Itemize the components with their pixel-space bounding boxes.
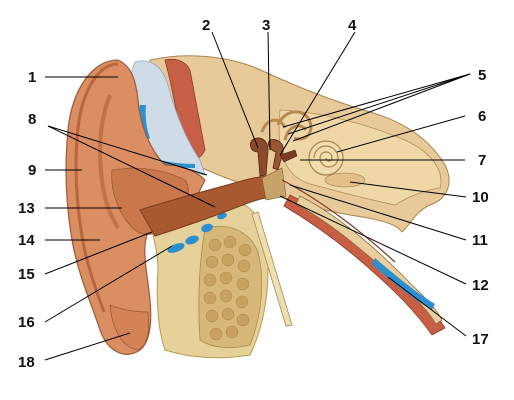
incus bbox=[268, 139, 284, 171]
label-8: 8 bbox=[28, 111, 36, 128]
tympanic-membrane bbox=[261, 167, 287, 201]
leader-4 bbox=[279, 31, 356, 156]
helix-rim bbox=[74, 62, 119, 313]
styloid-process bbox=[251, 211, 293, 327]
tensor-tympani-strands bbox=[281, 179, 396, 263]
leader-16 bbox=[44, 245, 173, 323]
leader-12 bbox=[279, 195, 467, 285]
auditory-tube bbox=[295, 195, 443, 325]
label-11: 11 bbox=[472, 232, 488, 249]
leader-5b bbox=[287, 73, 471, 135]
label-16: 16 bbox=[18, 314, 35, 331]
leader-3 bbox=[267, 31, 271, 151]
stapes bbox=[279, 149, 298, 163]
label-14: 14 bbox=[18, 232, 35, 249]
ossicles bbox=[250, 137, 298, 201]
temporal-bone-petrous bbox=[278, 109, 442, 206]
canal-cartilage-segments bbox=[167, 212, 227, 253]
leader-2 bbox=[211, 31, 259, 149]
leader-15 bbox=[44, 231, 153, 275]
malleus bbox=[250, 137, 269, 177]
number-labels: 1 2 3 4 5 6 7 8 9 10 11 12 13 14 15 16 1… bbox=[18, 17, 489, 371]
label-18: 18 bbox=[18, 354, 35, 371]
cartilage-blue-streak-1 bbox=[139, 105, 150, 140]
label-17: 17 bbox=[472, 331, 489, 348]
label-4: 4 bbox=[348, 17, 357, 34]
cochlea bbox=[308, 140, 344, 176]
label-12: 12 bbox=[472, 277, 489, 294]
label-9: 9 bbox=[28, 162, 36, 179]
label-15: 15 bbox=[18, 266, 35, 283]
label-13: 13 bbox=[18, 200, 35, 217]
leader-11 bbox=[289, 184, 467, 241]
ear-illustration bbox=[65, 55, 450, 359]
leader-10 bbox=[349, 181, 467, 198]
antihelix bbox=[98, 94, 120, 230]
label-1: 1 bbox=[28, 69, 36, 86]
leader-8b bbox=[47, 125, 216, 208]
earlobe bbox=[109, 304, 150, 351]
leader-8a bbox=[47, 125, 208, 176]
vestibule-region bbox=[324, 172, 366, 188]
label-7: 7 bbox=[478, 152, 486, 169]
leader-17 bbox=[387, 276, 467, 337]
leader-6 bbox=[336, 115, 466, 153]
leader-5a bbox=[282, 73, 471, 128]
label-6: 6 bbox=[478, 108, 486, 125]
label-2: 2 bbox=[202, 17, 210, 34]
label-5: 5 bbox=[478, 67, 486, 84]
parotid-lobule-dots bbox=[203, 235, 252, 341]
label-3: 3 bbox=[262, 17, 270, 34]
leader-18 bbox=[44, 332, 131, 361]
auditory-tube-cartilage bbox=[372, 258, 435, 310]
leader-5c bbox=[292, 73, 471, 142]
label-10: 10 bbox=[472, 189, 489, 206]
leader-lines bbox=[44, 31, 471, 361]
